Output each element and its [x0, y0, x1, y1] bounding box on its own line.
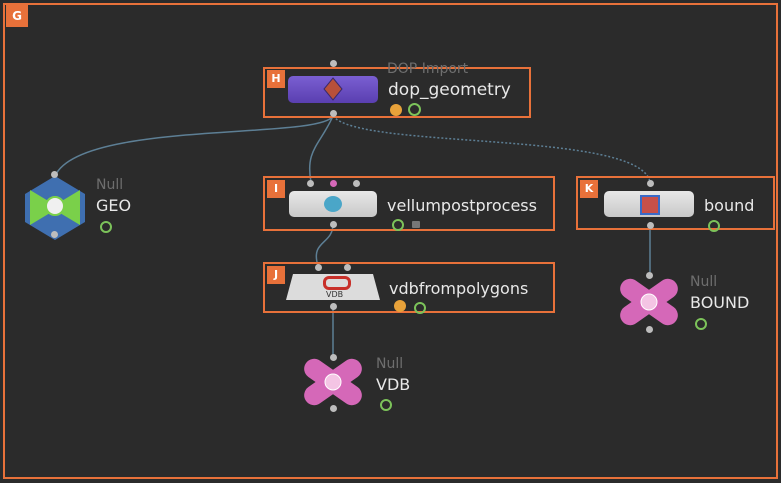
network-box-k-label: K: [580, 180, 598, 198]
input-port[interactable]: [51, 171, 58, 178]
network-box-h-label: H: [267, 70, 285, 88]
bound-box-icon: [640, 195, 660, 215]
input-port[interactable]: [353, 180, 360, 187]
warning-icon: [394, 300, 406, 312]
node-type-label: Null: [376, 356, 404, 372]
node-type-label: DOP Import: [387, 61, 469, 77]
input-port[interactable]: [330, 354, 337, 361]
network-box-j[interactable]: [263, 262, 555, 313]
wire-dop-to-vellum: [308, 115, 334, 183]
output-port[interactable]: [330, 221, 337, 228]
output-port[interactable]: [647, 222, 654, 229]
vellum-icon: [324, 196, 342, 212]
network-box-j-label: J: [267, 266, 285, 284]
input-port[interactable]: [330, 60, 337, 67]
network-box-g-label: G: [6, 5, 28, 27]
input-port[interactable]: [344, 264, 351, 271]
lock-icon: [412, 221, 420, 228]
node-name-label: bound: [704, 196, 755, 215]
clock-icon: [414, 302, 426, 314]
network-box-i-label: I: [267, 180, 285, 198]
output-port[interactable]: [646, 326, 653, 333]
clock-icon: [380, 399, 392, 411]
input-port[interactable]: [647, 180, 654, 187]
node-name-label: BOUND: [690, 293, 750, 312]
output-port[interactable]: [330, 303, 337, 310]
output-port[interactable]: [330, 110, 337, 117]
node-name-label: dop_geometry: [388, 80, 511, 100]
clock-icon: [100, 221, 112, 233]
wire-dop-to-bound: [332, 115, 651, 183]
input-port[interactable]: [646, 272, 653, 279]
node-name-label: GEO: [96, 196, 132, 215]
output-port[interactable]: [330, 405, 337, 412]
vdb-icon-label: VDB: [326, 290, 344, 299]
node-type-label: Null: [690, 274, 718, 290]
clock-icon: [408, 103, 421, 116]
clock-icon: [708, 220, 720, 232]
network-box-k[interactable]: [576, 176, 775, 230]
clock-icon: [392, 219, 404, 231]
clock-icon: [695, 318, 707, 330]
infinity-icon: [323, 276, 351, 290]
warning-icon: [390, 103, 402, 116]
input-port[interactable]: [315, 264, 322, 271]
input-port[interactable]: [330, 180, 337, 187]
network-box-i[interactable]: [263, 176, 555, 231]
network-box-h[interactable]: [263, 67, 531, 118]
node-name-label: vellumpostprocess: [387, 196, 537, 215]
node-name-label: VDB: [376, 375, 411, 394]
wire-dop-to-geo: [54, 115, 334, 177]
node-type-label: Null: [96, 177, 124, 193]
node-name-label: vdbfrompolygons: [389, 279, 529, 298]
input-port[interactable]: [307, 180, 314, 187]
node-badges: [390, 103, 421, 116]
network-box-g[interactable]: [3, 3, 778, 479]
output-port[interactable]: [51, 231, 58, 238]
